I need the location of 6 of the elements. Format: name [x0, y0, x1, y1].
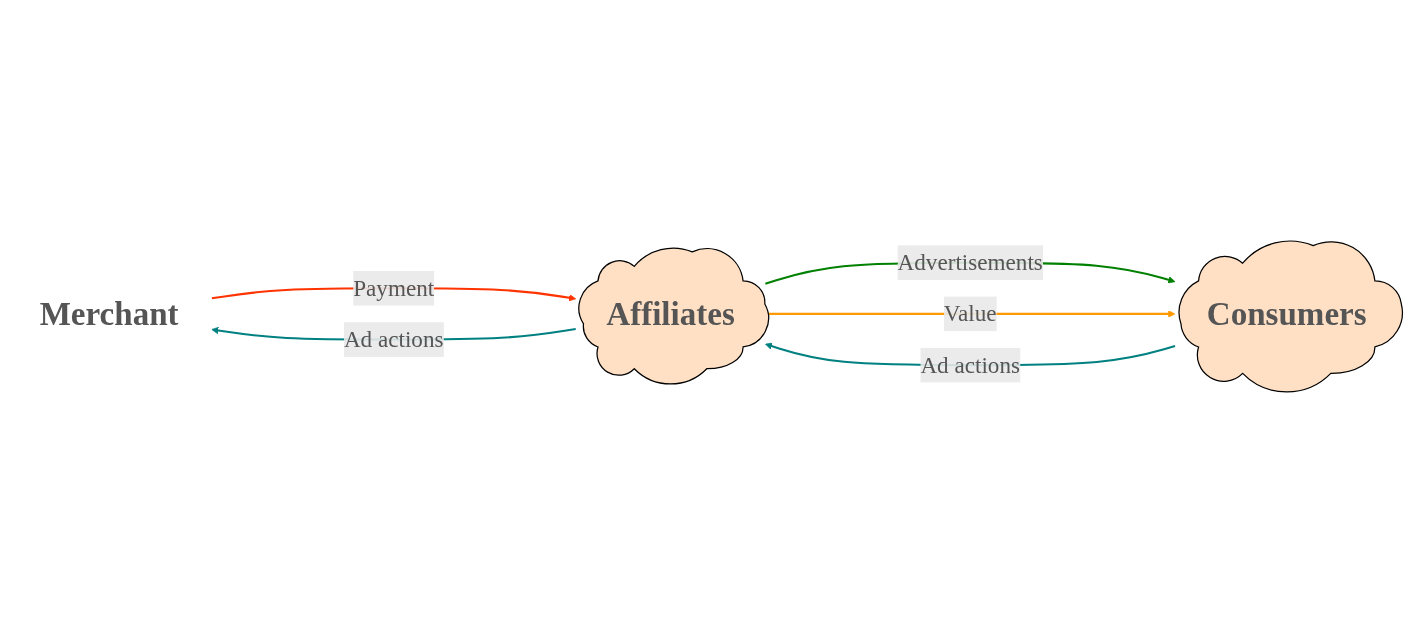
edge-label: Ad actions [920, 351, 1021, 378]
edge-label: Value [943, 300, 997, 327]
edge-label: Ad actions [343, 326, 444, 352]
edge-label: Advertisements [897, 249, 1043, 276]
edge-label: Payment [353, 275, 435, 301]
node-text: Merchant [39, 294, 179, 333]
